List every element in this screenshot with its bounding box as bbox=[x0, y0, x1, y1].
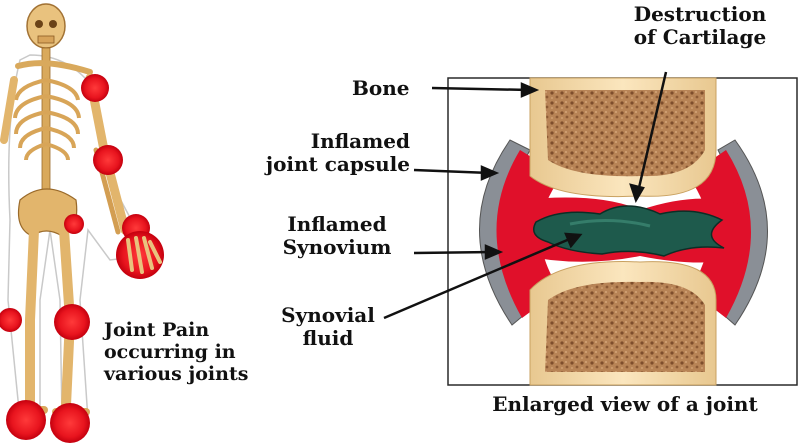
label-fluid-line1: Synovial bbox=[268, 304, 388, 327]
label-destruction-line2: of Cartilage bbox=[600, 26, 800, 49]
pain-spot-foot-right bbox=[50, 403, 90, 443]
label-synovium-line1: Inflamed bbox=[262, 213, 412, 236]
label-destruction-line1: Destruction bbox=[600, 3, 800, 26]
label-fluid-line2: fluid bbox=[268, 327, 388, 350]
label-synovial-fluid: Synovial fluid bbox=[268, 304, 388, 350]
joint-cross-section-icon bbox=[448, 78, 797, 385]
label-destruction-of-cartilage: Destruction of Cartilage bbox=[600, 3, 800, 49]
caption-enlarged-view: Enlarged view of a joint bbox=[450, 393, 800, 416]
label-capsule-line2: joint capsule bbox=[230, 153, 410, 176]
label-joint-pain: Joint Pain occurring in various joints bbox=[104, 319, 248, 385]
label-bone: Bone bbox=[352, 77, 410, 100]
label-joint-pain-line3: various joints bbox=[104, 363, 248, 385]
label-inflamed-joint-capsule: Inflamed joint capsule bbox=[230, 130, 410, 176]
pain-spot-shoulder bbox=[81, 74, 109, 102]
pain-spot-elbow bbox=[93, 145, 123, 175]
label-inflamed-synovium: Inflamed Synovium bbox=[262, 213, 412, 259]
label-capsule-line1: Inflamed bbox=[230, 130, 410, 153]
label-joint-pain-line2: occurring in bbox=[104, 341, 248, 363]
pain-spot-hip bbox=[64, 214, 84, 234]
pain-spot-foot-left bbox=[6, 400, 46, 440]
pain-spot-knee-left bbox=[0, 308, 22, 332]
label-synovium-line2: Synovium bbox=[262, 236, 412, 259]
arrow-synovium bbox=[414, 252, 494, 253]
pain-spot-knee-right bbox=[54, 304, 90, 340]
label-joint-pain-line1: Joint Pain bbox=[104, 319, 248, 341]
